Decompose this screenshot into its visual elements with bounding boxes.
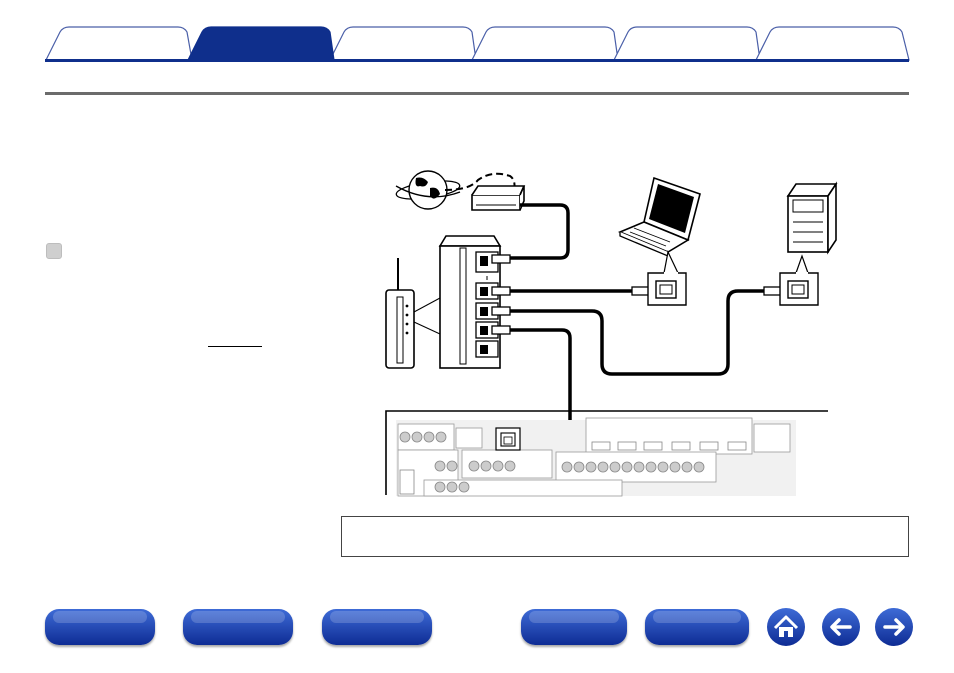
globe-icon	[395, 170, 461, 210]
nav-button-1[interactable]	[45, 609, 155, 645]
tab-baseline	[45, 59, 909, 62]
section-bullet-icon	[46, 243, 62, 259]
nav-button-5[interactable]	[645, 609, 749, 645]
forward-button[interactable]	[874, 607, 914, 647]
nav-button-2[interactable]	[183, 609, 293, 645]
network-connection-diagram	[385, 170, 838, 497]
nas-server-icon	[786, 181, 838, 255]
av-receiver-rear-panel	[385, 410, 828, 497]
ethernet-port-icon	[655, 280, 677, 299]
nav-button-4[interactable]	[521, 609, 627, 645]
tab-2-active[interactable]	[187, 26, 335, 61]
tab-1[interactable]	[45, 26, 193, 61]
ethernet-port-icon	[787, 280, 809, 299]
back-button[interactable]	[821, 607, 861, 647]
tab-4[interactable]	[471, 26, 619, 61]
router-icon	[438, 235, 502, 369]
wireless-access-point-icon	[385, 258, 415, 369]
header-divider	[45, 92, 909, 95]
arrow-left-icon	[830, 618, 852, 636]
tab-6[interactable]	[755, 26, 910, 61]
tab-5[interactable]	[613, 26, 761, 61]
note-box	[341, 516, 909, 557]
nav-button-3[interactable]	[322, 609, 432, 645]
home-icon	[773, 615, 799, 637]
laptop-icon	[617, 176, 701, 257]
tab-bar	[45, 26, 910, 62]
home-button[interactable]	[766, 607, 806, 647]
arrow-right-icon	[883, 618, 905, 636]
modem-icon	[471, 185, 526, 211]
link-underline[interactable]	[208, 346, 262, 347]
tab-3[interactable]	[329, 26, 477, 61]
